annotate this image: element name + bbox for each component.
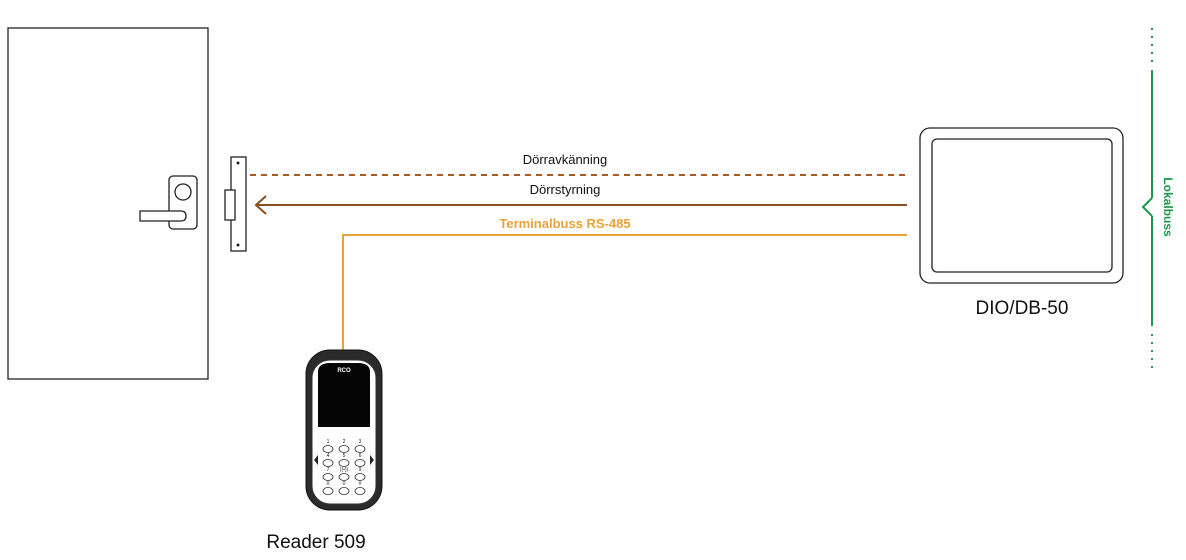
door-sensing-connection: Dörravkänning [250, 152, 907, 176]
contactless-icon: ((•)) [340, 467, 349, 473]
reader-device: RCO 1 2 3 4 5 6 7 ((•)) 9 [266, 349, 383, 553]
terminal-bus-label: Terminalbuss RS-485 [499, 216, 630, 231]
key-label: 7 [327, 467, 330, 473]
reader-left-arrow-icon [314, 455, 318, 465]
reader-right-arrow-icon [370, 455, 374, 465]
controller-device: DIO/DB-50 [919, 127, 1124, 319]
key-label: 9 [359, 467, 362, 473]
key-label: 0 [343, 481, 346, 487]
key-label: 3 [359, 439, 362, 445]
local-bus: Lokalbuss [1141, 28, 1175, 368]
key-label: 4 [327, 453, 330, 459]
door-control-label: Dörrstyrning [530, 182, 601, 197]
key-label: X [326, 481, 330, 487]
door-control-connection: Dörrstyrning [254, 182, 907, 215]
reader-label: Reader 509 [266, 532, 365, 553]
door-sensing-label: Dörravkänning [523, 152, 608, 167]
terminal-bus-connection: Terminalbuss RS-485 [342, 216, 907, 351]
reader-keypad: 1 2 3 4 5 6 7 ((•)) 9 X 0 # [314, 439, 374, 495]
key-label: 6 [359, 453, 362, 459]
reader-brand-label: RCO [337, 368, 351, 374]
controller-label: DIO/DB-50 [976, 298, 1069, 319]
door [7, 27, 209, 380]
key-label: 1 [327, 439, 330, 445]
electric-strike-icon [224, 156, 247, 252]
local-bus-label: Lokalbuss [1161, 177, 1175, 237]
door-handle-icon [139, 175, 198, 230]
key-label: 5 [343, 453, 346, 459]
key-label: # [359, 481, 362, 487]
key-label: 2 [343, 439, 346, 445]
